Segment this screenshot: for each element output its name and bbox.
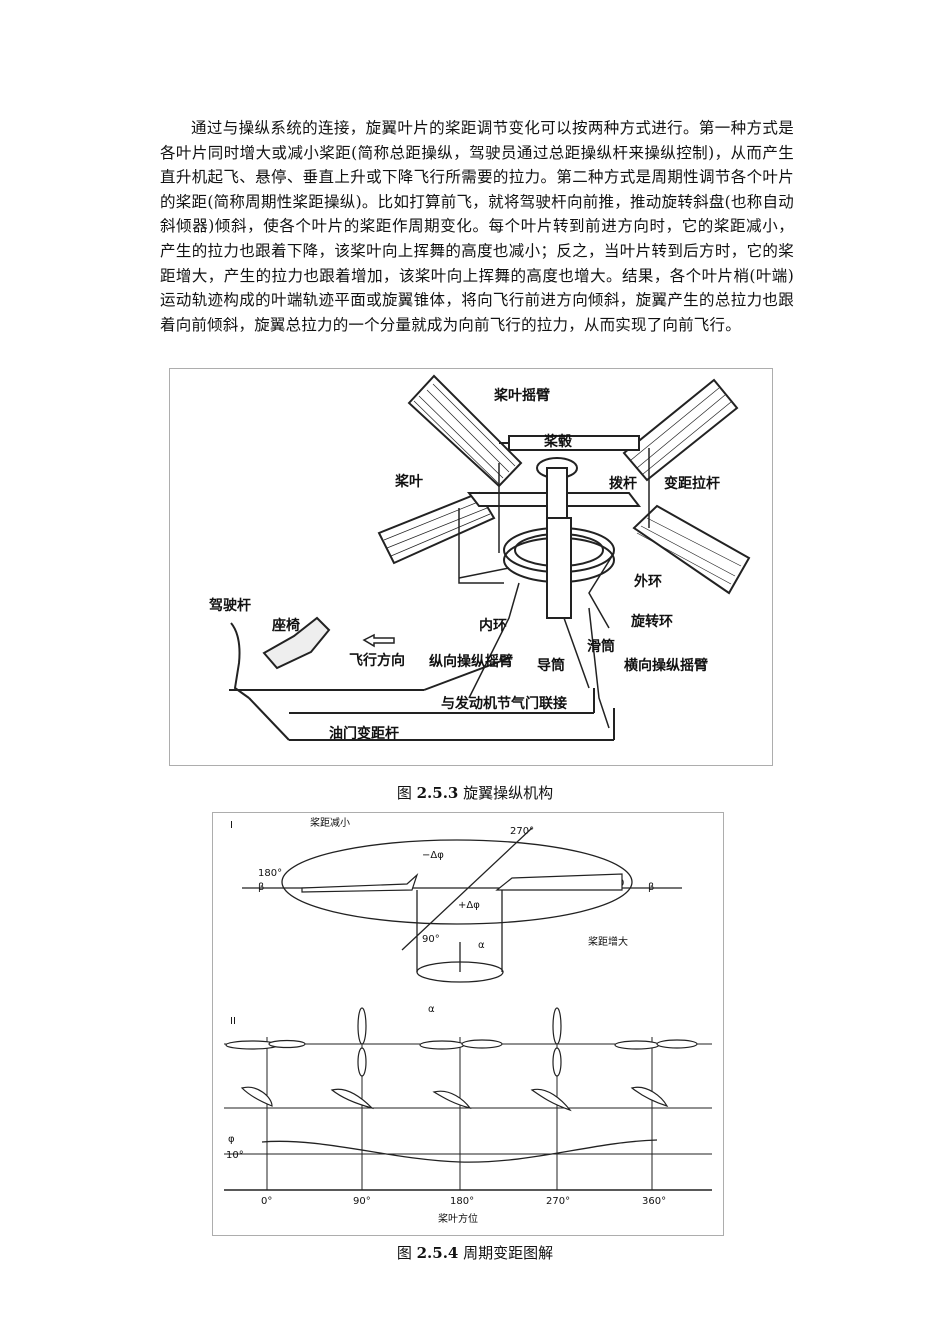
delta-plus-label: +Δφ [458,900,480,911]
figure1-caption-number: 2.5.3 [416,784,459,802]
label-lat-rocker: 横向操纵摇臂 [624,657,708,674]
seat [262,616,331,670]
figure1-caption-prefix: 图 [396,784,412,802]
deg-180-label: 180° [258,868,282,879]
blade-sections-row2 [240,1086,669,1112]
cyclic-pitch-diagram: I 桨距减小 270° 180° 0 90° −Δφ +Δφ 桨距增大 β β … [212,812,724,1236]
x-tick-0: 0° [261,1196,272,1207]
figure1-caption: 图 2.5.3 旋翼操纵机构 [275,782,675,803]
body-paragraph: 通过与操纵系统的连接，旋翼叶片的桨距调节变化可以按两种方式进行。第一种方式是各叶… [160,119,794,334]
blade-top-right [622,378,739,482]
label-outer-ring: 外环 [634,573,662,590]
delta-minus-label: −Δφ [422,850,444,861]
rotor-control-diagram: 桨叶摇臂 桨毂 桨叶 拨杆 变距拉杆 外环 内环 旋转环 驾驶杆 座椅 飞行方向… [169,368,773,766]
figure2-caption-text: 周期变距图解 [463,1244,554,1262]
ten-deg-label: 10° [226,1150,244,1161]
x-tick-360: 360° [642,1196,666,1207]
alpha-top-label: α [478,940,485,951]
label-blade-arm: 桨叶摇臂 [494,387,550,404]
x-tick-90: 90° [353,1196,371,1207]
rotor-hub [466,435,642,519]
pitch-curve [261,1139,658,1163]
figure2-caption-prefix: 图 [396,1244,412,1262]
label-flight-direction: 飞行方向 [349,652,405,669]
label-inner-ring: 内环 [479,617,507,634]
x-tick-270: 270° [546,1196,570,1207]
blade-sections-row1 [225,1007,698,1077]
label-long-rocker: 纵向操纵摇臂 [429,653,513,670]
rotor-control-figure: 桨叶摇臂 桨毂 桨叶 拨杆 变距拉杆 外环 内环 旋转环 驾驶杆 座椅 飞行方向… [169,368,773,766]
figure2-caption: 图 2.5.4 周期变距图解 [275,1242,675,1263]
blade-bottom-left [377,491,496,565]
blade-bottom-right [632,504,751,595]
label-stick: 驾驶杆 [208,597,251,614]
phi-label: φ [228,1134,235,1145]
label-collective: 油门变距杆 [329,725,399,742]
part-ii-label: II [230,1016,236,1027]
label-rotating-ring: 旋转环 [630,613,673,630]
label-blade: 桨叶 [395,473,423,490]
cyclic-pitch-figure: I 桨距减小 270° 180° 0 90° −Δφ +Δφ 桨距增大 β β … [212,812,724,1236]
rotor-blades-top [301,873,623,893]
deg-90-label: 90° [422,934,440,945]
figure2-caption-number: 2.5.4 [416,1244,459,1262]
label-throttle-link: 与发动机节气门联接 [441,695,567,712]
pitch-decrease-label: 桨距减小 [310,816,350,829]
figure1-caption-text: 旋翼操纵机构 [463,784,554,802]
label-pitch-link: 变距拉杆 [664,475,720,492]
label-seat: 座椅 [272,617,300,634]
x-axis-label: 桨叶方位 [438,1212,478,1225]
label-slider: 滑筒 [587,638,615,655]
deg-270-label: 270° [510,826,534,837]
alpha-bottom-label: α [428,1004,435,1015]
flight-direction-arrow [362,633,395,648]
label-guide: 导筒 [537,657,565,674]
x-tick-180: 180° [450,1196,474,1207]
label-hub: 桨毂 [544,433,573,450]
part-i-label: I [230,820,233,831]
blade-top-left [407,374,523,488]
swashplate [503,517,615,619]
label-pitch-horn: 拨杆 [609,475,637,492]
control-linkage [229,622,615,741]
pitch-increase-label: 桨距增大 [588,935,628,948]
